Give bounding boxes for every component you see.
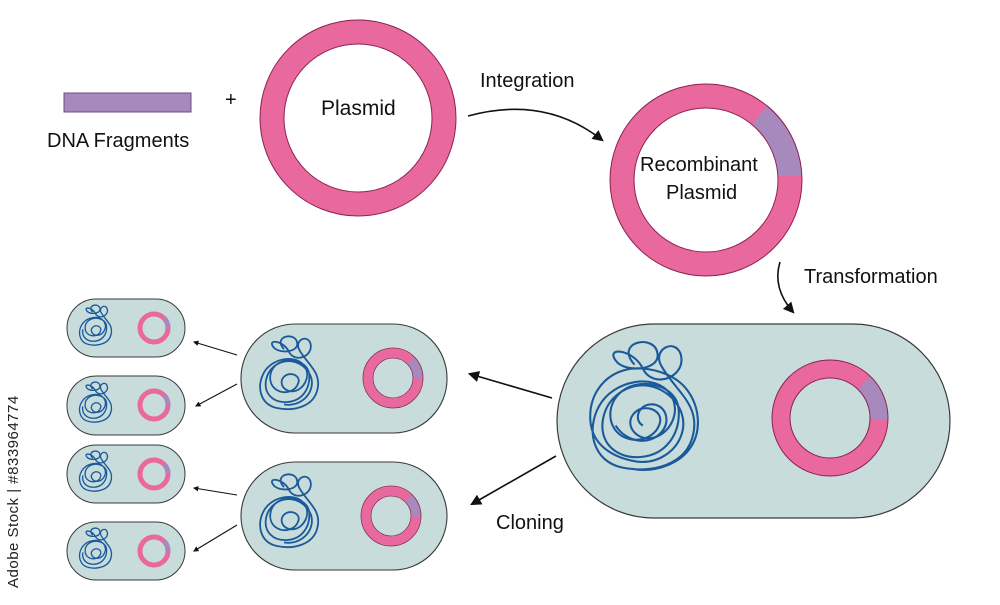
small-arrow-2 <box>195 383 238 407</box>
chromosome-tangled-dna-icon <box>589 341 699 471</box>
transformation-arrow <box>777 261 795 314</box>
granddaughter-cell-1 <box>66 298 186 358</box>
cloning-label: Cloning <box>496 512 564 534</box>
recombinant-plasmid-icon <box>609 83 803 277</box>
granddaughter-cell-2 <box>66 375 186 436</box>
small-arrow-4 <box>193 524 238 552</box>
transformed-cell <box>556 323 951 519</box>
daughter-cell-1 <box>240 323 448 434</box>
clone-arrow-upper <box>467 371 553 399</box>
chromosome-tangled-dna-icon <box>259 335 320 410</box>
granddaughter-cell-4 <box>66 521 186 581</box>
cell-plasmid-ring-icon <box>360 485 422 547</box>
dna-fragments-label: DNA Fragments <box>47 130 190 152</box>
clone-arrow-lower <box>470 455 557 506</box>
transformation-label: Transformation <box>804 266 938 288</box>
cell-plasmid-ring-icon <box>771 359 889 477</box>
stock-credit: Adobe Stock | #833964774 <box>5 395 22 588</box>
dna-fragment-bar <box>63 92 192 113</box>
recombinant-label-line2: Plasmid <box>666 182 738 204</box>
integration-arrow <box>467 108 604 142</box>
chromosome-tangled-dna-icon <box>259 473 320 548</box>
plus-sign: + <box>225 89 237 111</box>
granddaughter-cell-3 <box>66 444 186 504</box>
integration-label: Integration <box>480 70 575 92</box>
plasmid-label: Plasmid <box>321 97 396 120</box>
small-arrow-3 <box>192 485 238 496</box>
cell-plasmid-ring-icon <box>362 347 424 409</box>
plasmid-ring-icon <box>259 19 457 217</box>
small-arrow-1 <box>192 340 238 356</box>
daughter-cell-2 <box>240 461 448 571</box>
recombinant-label-line1: Recombinant <box>640 154 758 176</box>
